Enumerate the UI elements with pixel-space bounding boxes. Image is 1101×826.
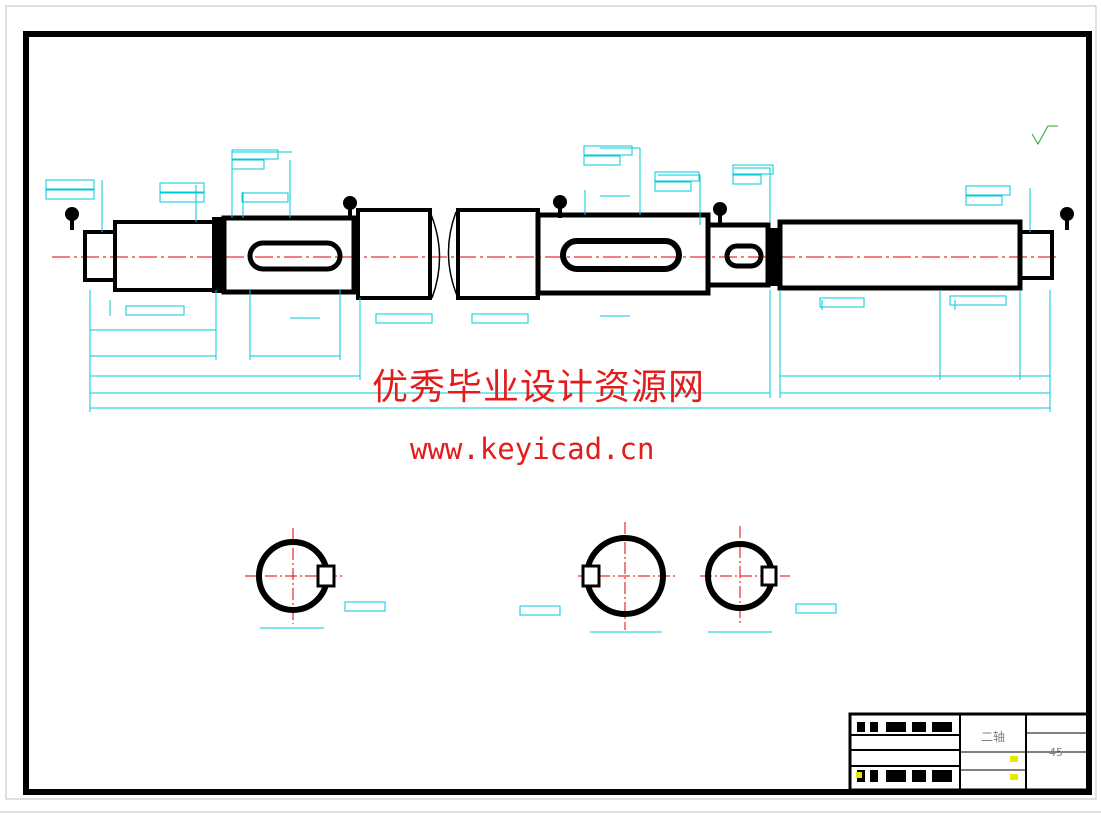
title-block-part-name: 二轴 — [980, 730, 1005, 744]
dimension-lines — [89, 147, 1051, 412]
tolerance-frames — [45, 145, 1011, 324]
watermark-url[interactable]: www.keyicad.cn — [410, 432, 655, 466]
watermark-title: 优秀毕业设计资源网 — [372, 367, 706, 408]
title-block-material: 45 — [1049, 746, 1063, 759]
inner-frame — [23, 31, 1092, 795]
section-view-2 — [519, 522, 676, 633]
shaft-elevation — [52, 195, 1074, 300]
outer-frame — [5, 5, 1097, 800]
section-view-1 — [245, 528, 386, 629]
title-block — [848, 712, 1090, 792]
section-views — [245, 522, 837, 633]
roughness-symbol — [1031, 125, 1058, 145]
section-view-3 — [700, 526, 837, 633]
